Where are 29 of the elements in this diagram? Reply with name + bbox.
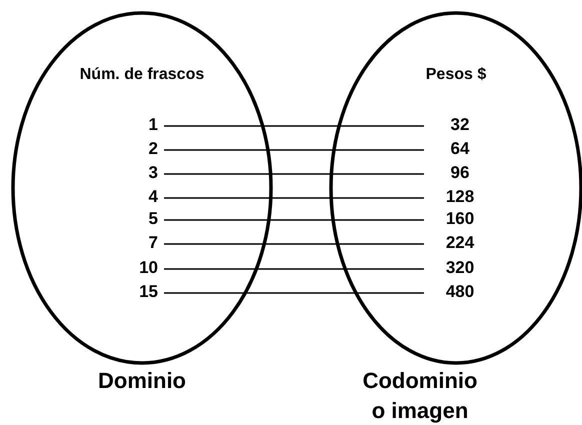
connector-line [164,149,424,151]
set-caption: Codominio o imagen [362,367,478,425]
value-label: 3 [118,163,158,183]
value-label: 7 [118,233,158,253]
value-label: 64 [424,139,496,159]
connector-line [164,243,424,245]
connector-line [164,292,424,294]
value-label: 224 [424,233,496,253]
connector-line [164,173,424,175]
value-label: 10 [118,258,158,278]
value-label: 4 [118,187,158,207]
connector-line [164,197,424,199]
connector-line [164,125,424,127]
set-heading: Núm. de frascos [78,66,206,84]
set-ellipse [11,11,273,365]
set-heading: Pesos $ [424,66,488,84]
value-label: 15 [118,282,158,302]
value-label: 96 [424,163,496,183]
connector-line [164,219,424,221]
value-label: 480 [424,282,496,302]
value-label: 2 [118,139,158,159]
value-label: 1 [118,115,158,135]
value-label: 320 [424,258,496,278]
connector-line [164,268,424,270]
value-label: 32 [424,115,496,135]
value-label: 160 [424,209,496,229]
value-label: 5 [118,209,158,229]
set-caption: Dominio [97,367,187,395]
value-label: 128 [424,187,496,207]
